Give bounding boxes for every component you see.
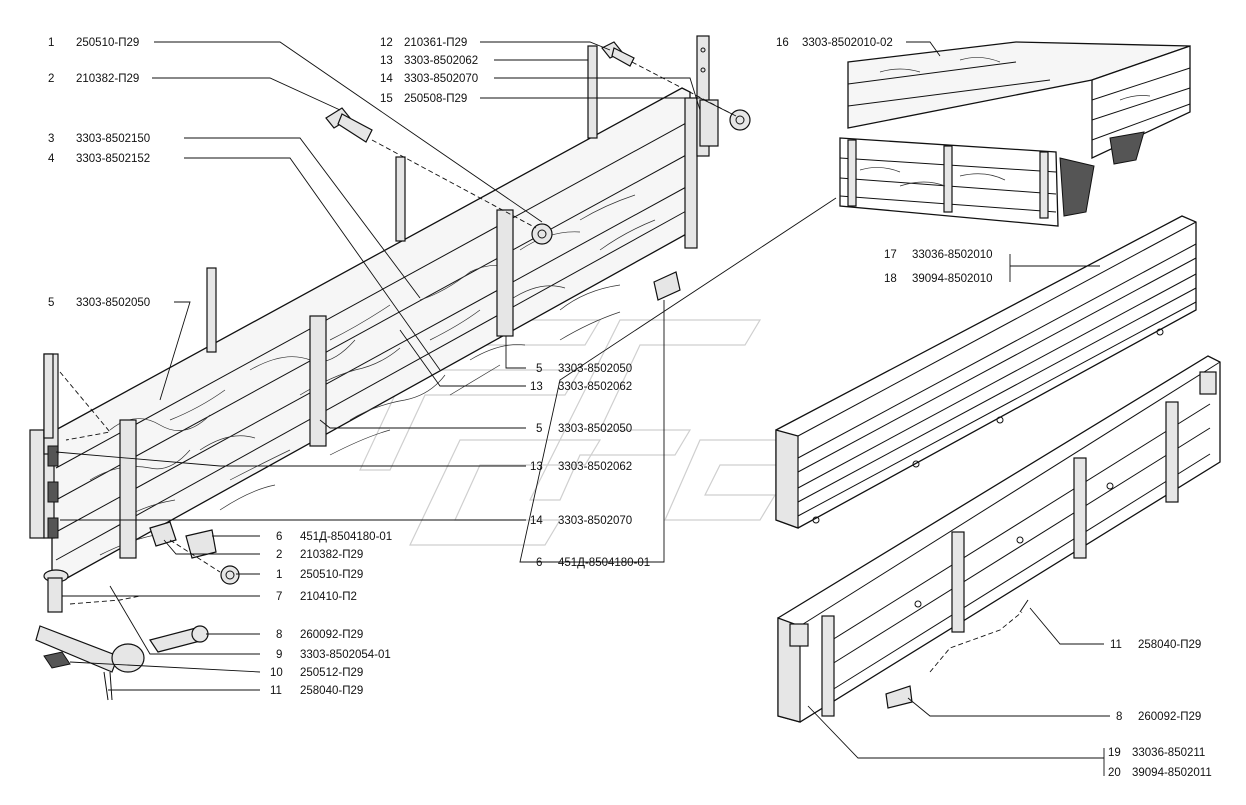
callout-num: 6 bbox=[276, 531, 282, 543]
callout-code: 3303-8502062 bbox=[558, 381, 632, 393]
callout-num: 14 bbox=[530, 515, 543, 527]
callout-num: 1 bbox=[48, 37, 54, 49]
callout-num: 5 bbox=[536, 363, 542, 375]
callout-code: 451Д-8504180-01 bbox=[558, 557, 650, 569]
callout-num: 17 bbox=[884, 249, 897, 261]
callout-code: 3303-8502152 bbox=[76, 153, 150, 165]
callouts-19-20: 19 33036-850211 20 39094-8502011 bbox=[1108, 747, 1212, 779]
callout-num: 8 bbox=[276, 629, 282, 641]
callout-num: 11 bbox=[270, 685, 282, 697]
callout-code: 250510-П29 bbox=[76, 37, 139, 49]
callouts-17-18: 17 33036-8502010 18 39094-8502010 bbox=[884, 249, 993, 285]
truck-platform-assembly bbox=[839, 41, 1191, 227]
callout-code: 3303-8502050 bbox=[558, 423, 632, 435]
callout-code: 3303-8502010-02 bbox=[802, 37, 893, 49]
callout-num: 13 bbox=[380, 55, 393, 67]
callout-code: 258040-П29 bbox=[1138, 639, 1201, 651]
callout-num: 10 bbox=[270, 667, 283, 679]
callout-num: 13 bbox=[530, 461, 543, 473]
callout-code: 250508-П29 bbox=[404, 93, 467, 105]
callout-code: 3303-8502050 bbox=[76, 297, 150, 309]
callout-code: 3303-8502054-01 bbox=[300, 649, 391, 661]
callout-code: 3303-8502070 bbox=[558, 515, 632, 527]
callout-code: 39094-8502011 bbox=[1132, 767, 1212, 779]
callout-code: 33036-8502010 bbox=[912, 249, 993, 261]
callout-code: 260092-П29 bbox=[1138, 711, 1201, 723]
callout-code: 210361-П29 bbox=[404, 37, 467, 49]
callouts-top: 12 210361-П29 13 3303-8502062 14 3303-85… bbox=[380, 37, 478, 105]
callout-code: 3303-8502150 bbox=[76, 133, 150, 145]
callout-code: 258040-П29 bbox=[300, 685, 363, 697]
callout-code: 210382-П29 bbox=[76, 73, 139, 85]
callout-code: 3303-8502050 bbox=[558, 363, 632, 375]
callout-16: 16 3303-8502010-02 bbox=[776, 37, 893, 49]
callout-num: 8 bbox=[1116, 711, 1122, 723]
side-board-17-18 bbox=[775, 215, 1197, 529]
callout-num: 2 bbox=[48, 73, 54, 85]
callout-code: 3303-8502062 bbox=[404, 55, 478, 67]
callout-num: 20 bbox=[1108, 767, 1121, 779]
callout-num: 4 bbox=[48, 153, 55, 165]
callout-code: 451Д-8504180-01 bbox=[300, 531, 392, 543]
callouts-middle: 5 3303-8502050 13 3303-8502062 5 3303-85… bbox=[530, 363, 650, 569]
callout-num: 9 bbox=[276, 649, 282, 661]
callouts-left: 1 250510-П29 2 210382-П29 3 3303-8502150… bbox=[48, 37, 150, 309]
callout-num: 18 bbox=[884, 273, 897, 285]
end-post-right bbox=[684, 35, 719, 249]
callout-num: 1 bbox=[276, 569, 282, 581]
callout-num: 5 bbox=[48, 297, 54, 309]
callouts-right: 11 258040-П29 8 260092-П29 bbox=[1110, 639, 1201, 723]
side-board-19-20 bbox=[777, 355, 1221, 723]
assembly-dashes bbox=[59, 61, 733, 605]
callout-num: 11 bbox=[1110, 639, 1122, 651]
callout-code: 260092-П29 bbox=[300, 629, 363, 641]
callout-num: 5 bbox=[536, 423, 542, 435]
callout-code: 210410-П2 bbox=[300, 591, 357, 603]
hinge-parts bbox=[35, 569, 209, 701]
callout-num: 16 bbox=[776, 37, 789, 49]
callout-num: 12 bbox=[380, 37, 393, 49]
stake-brackets bbox=[43, 45, 598, 559]
callout-num: 2 bbox=[276, 549, 282, 561]
callout-code: 3303-8502070 bbox=[404, 73, 478, 85]
callout-num: 13 bbox=[530, 381, 543, 393]
leader-lines bbox=[55, 41, 1110, 776]
callout-num: 15 bbox=[380, 93, 393, 105]
callout-num: 14 bbox=[380, 73, 393, 85]
bolt-hardware bbox=[149, 41, 751, 585]
callout-code: 250512-П29 bbox=[300, 667, 363, 679]
callout-num: 3 bbox=[48, 133, 54, 145]
callout-code: 33036-850211 bbox=[1132, 747, 1205, 759]
callout-code: 210382-П29 bbox=[300, 549, 363, 561]
callouts-bottom-left: 6 451Д-8504180-01 2 210382-П29 1 250510-… bbox=[270, 531, 392, 697]
callout-num: 7 bbox=[276, 591, 282, 603]
callout-code: 250510-П29 bbox=[300, 569, 363, 581]
callout-code: 39094-8502010 bbox=[912, 273, 993, 285]
callout-num: 6 bbox=[536, 557, 542, 569]
callout-code: 3303-8502062 bbox=[558, 461, 632, 473]
callout-num: 19 bbox=[1108, 747, 1121, 759]
